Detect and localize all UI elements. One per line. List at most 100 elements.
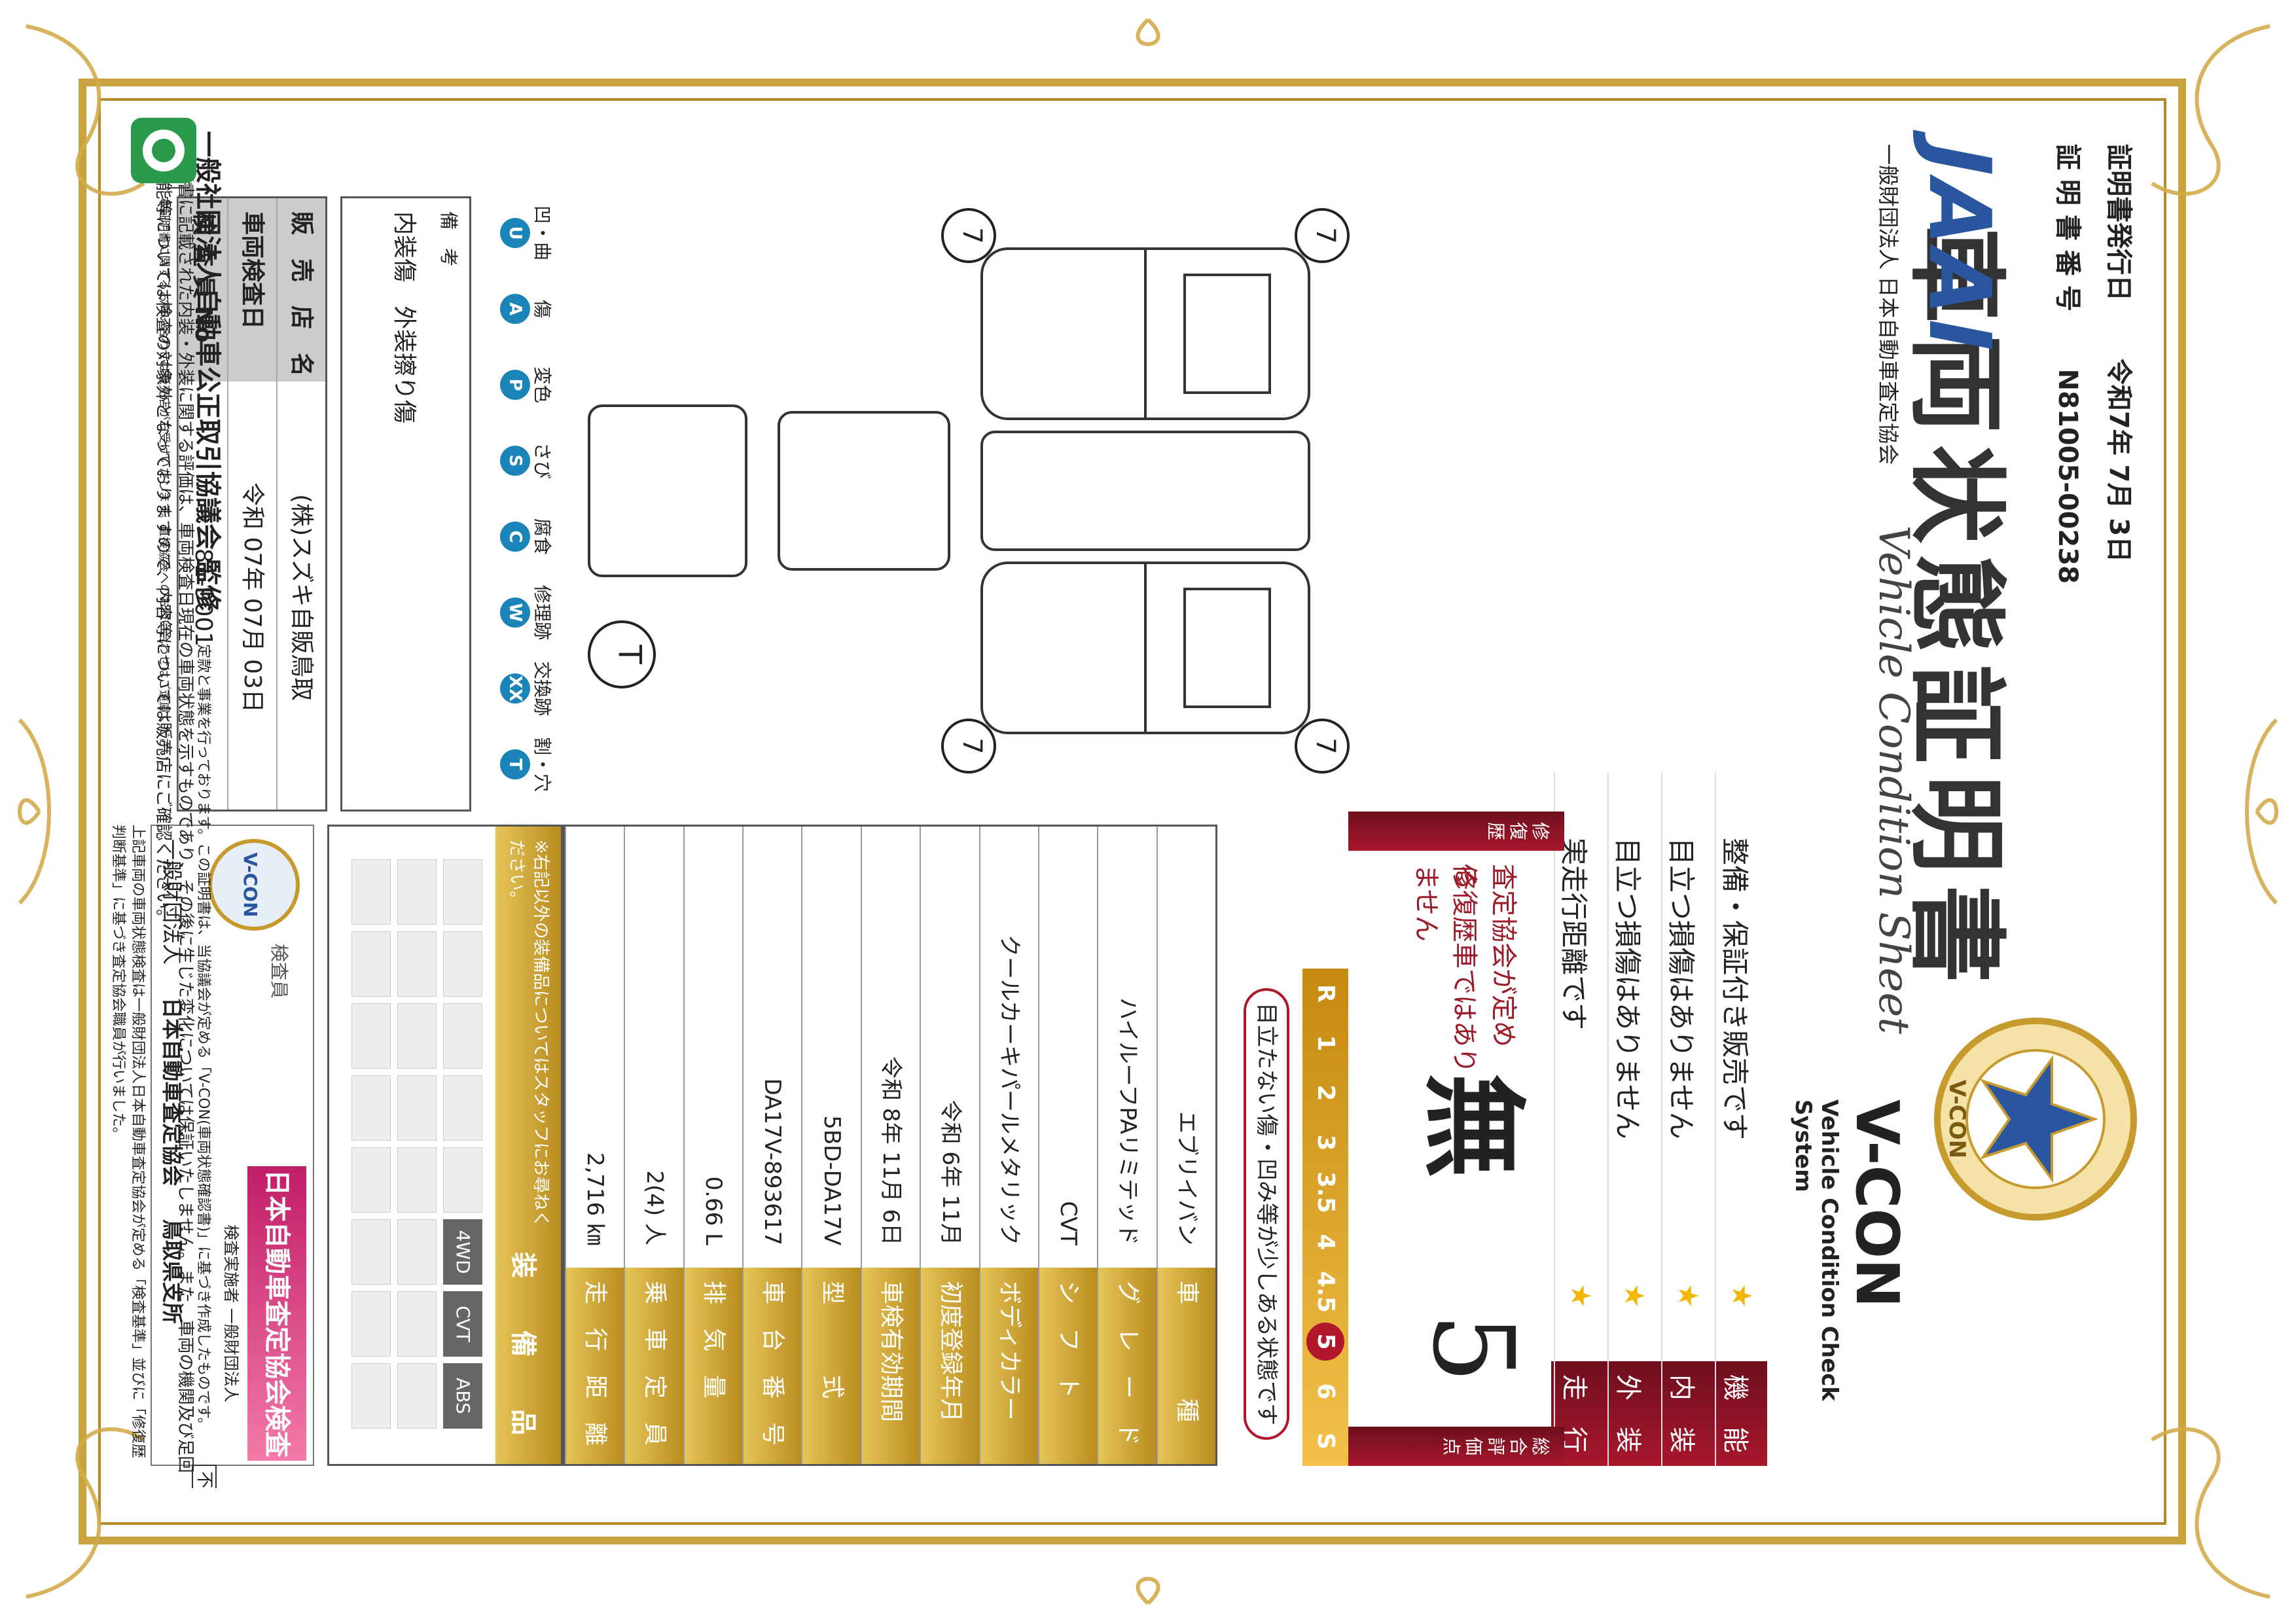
issue-date-label: 証明書発行日 — [2104, 144, 2134, 301]
overall-repair-panel: 総合評価点 5 修 復 歴 無 査定協会が定める 修復歴車ではありません — [1348, 812, 1564, 1466]
vcon-emblem-label: V-CON — [1944, 1079, 1970, 1159]
equipment-empty-slot — [397, 1075, 437, 1141]
rating-star-icon: ★ — [1672, 1283, 1704, 1308]
spec-value: DA17V-893617 — [759, 1078, 786, 1245]
spec-value: 令和 6年 11月 — [937, 1099, 963, 1245]
repair-note-2: 修復歴車ではありません — [1411, 864, 1479, 1073]
legend-text: 腐食 — [531, 518, 553, 555]
equipment-empty-slot — [351, 1363, 391, 1429]
rating-star-icon: ★ — [1726, 1283, 1758, 1308]
equipment-empty-slot — [397, 1003, 437, 1069]
grade-cell: S — [1312, 1433, 1339, 1450]
grade-description: 目立たない傷・凹み等が少しある状態です — [1244, 988, 1289, 1440]
rating-panel: 機 能 ★ 整備・保証付き販売です内 装 ★ 目立つ損傷はありません外 装 ★ … — [1551, 772, 1767, 1466]
legend-code-icon: P — [500, 370, 530, 400]
vcon-emblem: V-CON — [1924, 1008, 2147, 1230]
remarks-box: 備 考 内装傷 外装擦り傷 — [340, 196, 471, 812]
spec-value: クールカーキパールメタリック — [996, 935, 1022, 1245]
equipment-empty-slot — [351, 1147, 391, 1213]
equipment-item: CVT — [443, 1291, 482, 1357]
vcon-name: V-CON — [1842, 1099, 1911, 1308]
legend-text: さび — [531, 442, 553, 479]
spec-label: 走 行 距 離 — [566, 1268, 624, 1464]
rating-row: 内 装 ★ 目立つ損傷はありません — [1661, 772, 1713, 1466]
spec-row: 車 台 番 号 DA17V-893617 — [742, 827, 802, 1464]
equipment-empty-slot — [351, 1291, 391, 1357]
equipment-empty-slot — [443, 859, 482, 925]
rating-label: 外 装 — [1613, 1374, 1643, 1453]
spec-value: エブリイバン — [1174, 1111, 1200, 1245]
jaai-logo: JAAI — [1910, 144, 2009, 355]
inspector-badge: 検査員 — [268, 944, 290, 999]
equipment-empty-slot — [443, 931, 482, 997]
repair-history-label: 修 復 歴 — [1485, 821, 1551, 859]
jaai-logo-block: JAAI 一般財団法人 日本自動車査定協会 — [1852, 144, 2009, 510]
spec-row: 車 種 エブリイバン — [1156, 827, 1215, 1464]
tire-circle — [1295, 719, 1350, 774]
spec-value: 0.66 L — [700, 1176, 727, 1245]
grade-cell: 4.5 — [1312, 1271, 1339, 1313]
inspector-ribbon: 日本自動車査定協会検査員 — [203, 1166, 306, 1461]
certificate-number-row: 証 明 書 番 号 N81005-00238 — [2051, 144, 2089, 995]
equipment-item: ABS — [443, 1363, 482, 1429]
fair-trade-logo-icon — [131, 118, 196, 183]
legend-text: 変色 — [531, 366, 553, 403]
grade-cell: 2 — [1312, 1084, 1339, 1101]
rating-label: 機 能 — [1720, 1374, 1750, 1453]
tire-tread-mark: 7 — [1310, 227, 1340, 244]
spec-label: ボディカラー — [980, 1268, 1038, 1464]
issue-date-value: 令和7年 7月 3日 — [2104, 358, 2134, 563]
rating-label: 内 装 — [1666, 1374, 1696, 1453]
legend-item: 交換跡 XX — [500, 652, 556, 725]
legend-text: 割・穴 — [531, 736, 553, 792]
certificate-sheet: 証明書発行日 令和7年 7月 3日 証 明 書 番 号 N81005-00238… — [110, 118, 2160, 1492]
grade-cell: 5 — [1302, 1317, 1348, 1366]
legend-code-icon: XX — [500, 673, 530, 704]
spec-value: CVT — [1055, 1201, 1082, 1245]
spec-row: 走 行 距 離 2,716 ㎞ — [565, 827, 624, 1464]
equipment-empty-slot — [397, 859, 437, 925]
vcon-title-block: V-CON Vehicle Condition Check System — [1790, 1099, 1911, 1466]
rating-text: 整備・保証付き販売です — [1719, 838, 1751, 1141]
supervisor-note: 定款と事業を行っております。この証明書は、当協議会が定める「V-CON(車両状態… — [195, 644, 211, 1432]
vcon-star-icon — [1934, 1018, 2137, 1221]
equipment-empty-slot — [397, 931, 437, 997]
equipment-note: ※右記以外の装備品についてはスタッフにお尋ねください。 — [507, 840, 550, 1228]
inspection-statement: 上記車両の車両状態検査は一般財団法人日本自動車査定協会が定める「検査基準」並びに… — [110, 825, 146, 1459]
legend-text: 傷 — [531, 299, 553, 318]
overall-score-value: 5 — [1408, 1312, 1537, 1384]
tire-circle — [941, 719, 996, 774]
equipment-item: 4WD — [443, 1219, 482, 1285]
grade-cell: 4 — [1312, 1234, 1339, 1251]
equipment-label: 装 備 品 — [508, 1252, 538, 1435]
certificate-number-label: 証 明 書 番 号 — [2053, 144, 2083, 312]
dealer-row: 車両検査日 令和 07年 07月 03日 — [227, 198, 276, 810]
spec-value: 2(4) 人 — [641, 1170, 668, 1245]
equipment-empty-slot — [351, 931, 391, 997]
supervisor-panel: 一般社団法人自動車公正取引協議会 監修 定款と事業を行っております。この証明書は… — [165, 131, 229, 1505]
spec-row: 型 式 5BD-DA17V — [801, 827, 861, 1464]
rating-star-icon: ★ — [1619, 1283, 1651, 1308]
legend-code-icon: C — [500, 522, 530, 552]
grade-cell: 1 — [1312, 1035, 1339, 1052]
spec-row: 車検有効期間 令和 8年 11月 6日 — [860, 827, 920, 1464]
legend-code-icon: W — [500, 597, 530, 628]
spec-row: シ フ ト CVT — [1037, 827, 1098, 1464]
spec-label: グ レ ー ド — [1098, 1268, 1157, 1464]
legend-item: 腐食 C — [500, 500, 556, 573]
legend-text: 凹・曲 — [531, 205, 553, 260]
equipment-section: 装 備 品 ※右記以外の装備品についてはスタッフにお尋ねください。 ABS CVT… — [327, 825, 563, 1466]
spec-value: 2,716 ㎞ — [582, 1152, 609, 1245]
issue-date-row: 証明書発行日 令和7年 7月 3日 — [2102, 144, 2140, 995]
grade-cell: R — [1312, 984, 1339, 1003]
dealer-label: 車両検査日 — [228, 198, 276, 382]
equipment-empty-slot — [397, 1363, 437, 1429]
supervisor-text: 一般社団法人自動車公正取引協議会 監修 — [192, 131, 223, 611]
remarks-label: 備 考 — [438, 211, 459, 267]
equipment-empty-slot — [397, 1219, 437, 1285]
legend-item: さび S — [500, 424, 556, 497]
legend-item: 修理跡 W — [500, 576, 556, 649]
overall-score-label: 総合評価点 — [1441, 1436, 1551, 1455]
